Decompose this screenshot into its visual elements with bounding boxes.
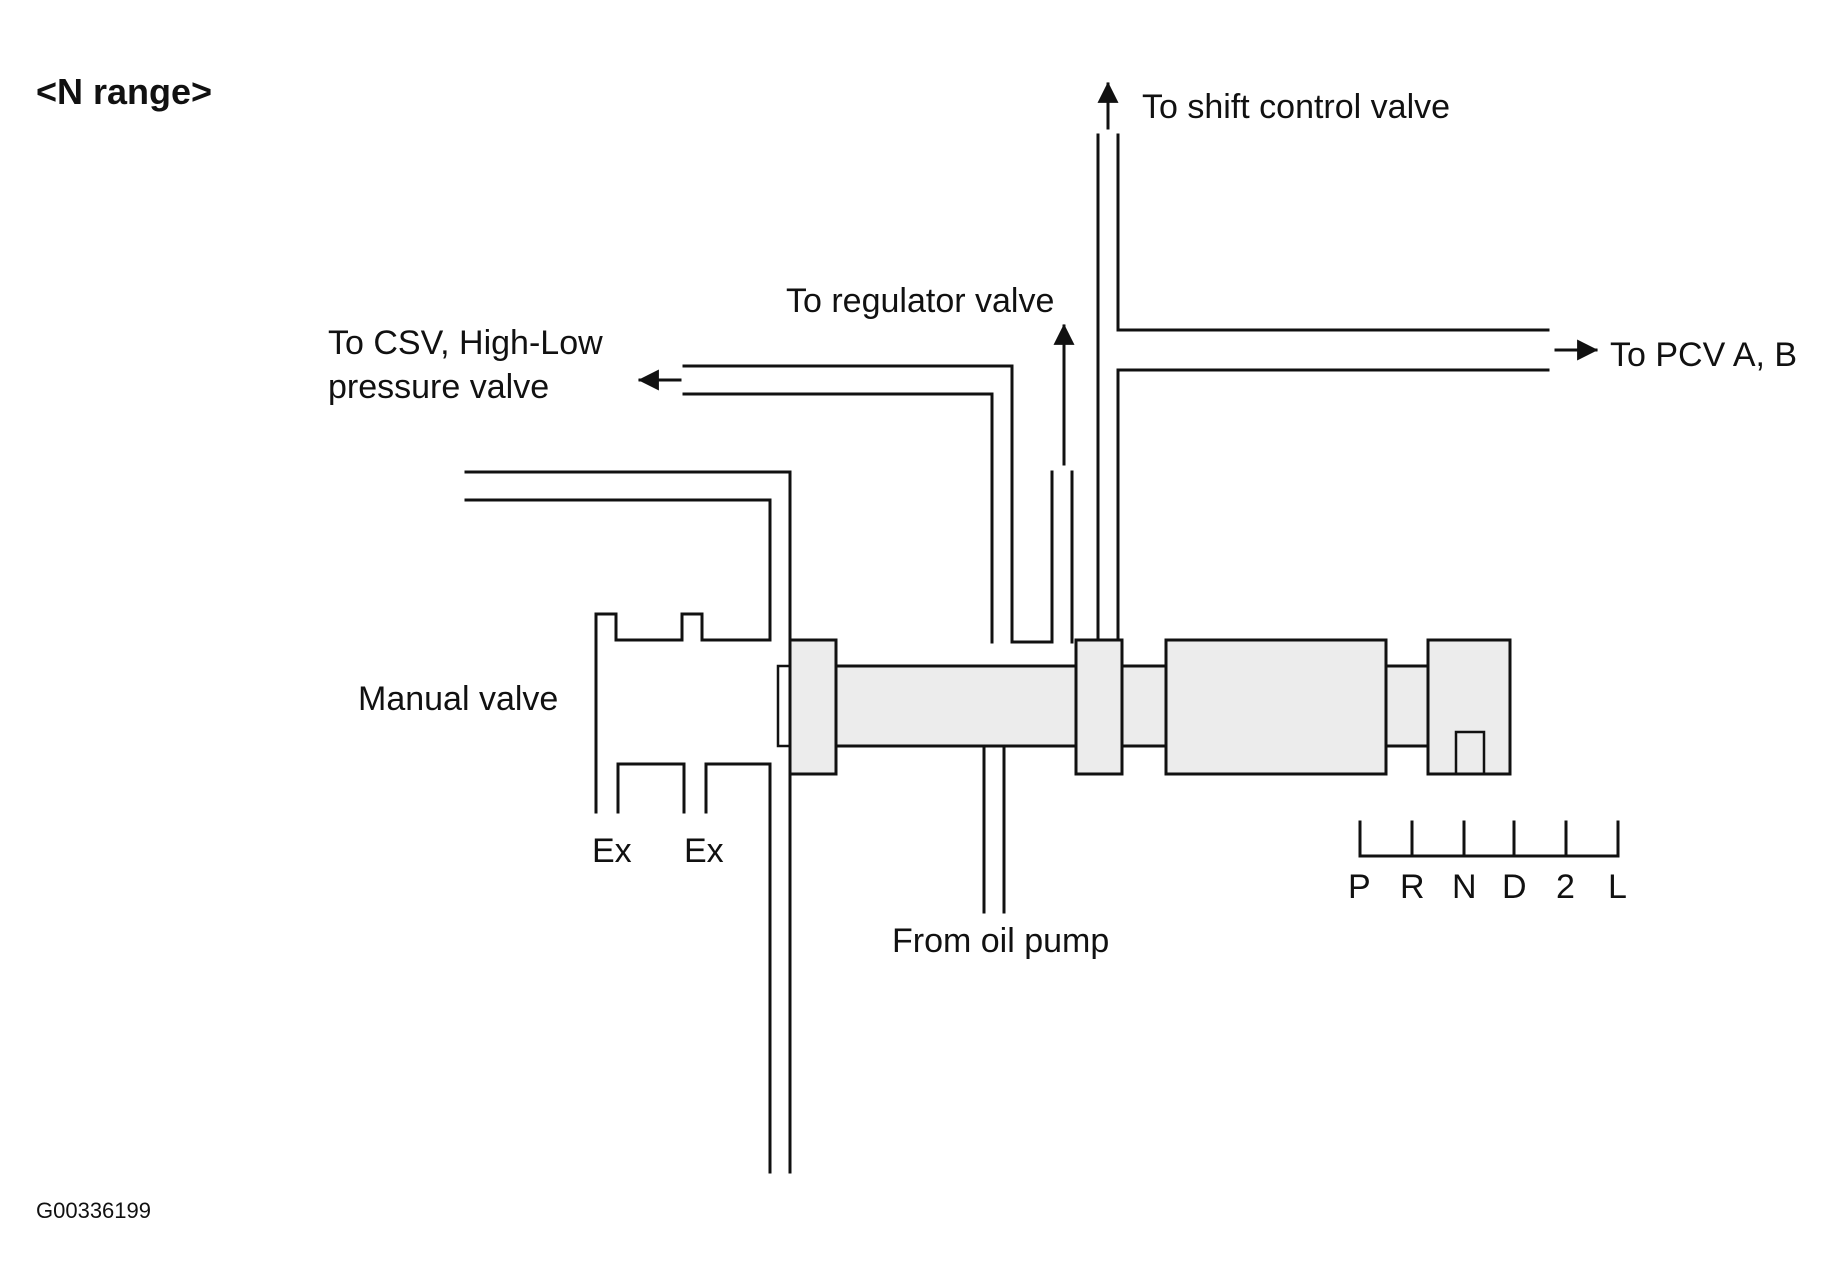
range-scale [1358, 820, 1620, 858]
exhaust-port-label-2: Ex [684, 832, 724, 870]
detent-block [1426, 638, 1512, 776]
label-to-csv: To CSV, High-Low pressure valve [328, 324, 612, 406]
detent-pin [1454, 730, 1486, 776]
spool-neck-1 [1120, 664, 1168, 748]
spool-land-right [1164, 638, 1388, 776]
exhaust-port-label-1: Ex [592, 832, 632, 870]
figure-id: G00336199 [36, 1198, 151, 1223]
label-to-pcv: To PCV A, B [1610, 336, 1797, 374]
upper-left-passage [464, 470, 792, 642]
csv-passage [637, 364, 1054, 644]
shift-control-passage [1096, 81, 1120, 642]
oil-pump-passage [982, 746, 1006, 914]
label-to-regulator-valve: To regulator valve [786, 282, 1054, 320]
label-to-csv-line-2: pressure valve [328, 368, 549, 406]
label-manual-valve: Manual valve [358, 680, 558, 718]
lower-vertical-passage [768, 762, 792, 1174]
pcv-passage [1116, 328, 1599, 642]
regulator-passage [1050, 323, 1075, 644]
range-position-l: L [1608, 868, 1627, 906]
label-to-csv-line-1: To CSV, High-Low [328, 324, 603, 362]
spool-end-cap [776, 664, 792, 748]
range-position-d: D [1502, 868, 1527, 906]
valve-bore [594, 612, 792, 814]
range-position-labels: P R N D 2 L [1348, 868, 1627, 906]
spool-stem [834, 664, 1078, 748]
label-to-shift-control-valve: To shift control valve [1142, 88, 1450, 126]
spool-neck-2 [1384, 664, 1430, 748]
spool-land-left [788, 638, 838, 776]
range-position-2: 2 [1556, 868, 1575, 906]
spool-land-middle [1074, 638, 1124, 776]
label-from-oil-pump: From oil pump [892, 922, 1109, 960]
range-position-n: N [1452, 868, 1477, 906]
range-position-p: P [1348, 868, 1371, 906]
diagram-title: <N range> [36, 71, 212, 112]
valve-spool [776, 638, 1512, 776]
range-position-r: R [1400, 868, 1425, 906]
